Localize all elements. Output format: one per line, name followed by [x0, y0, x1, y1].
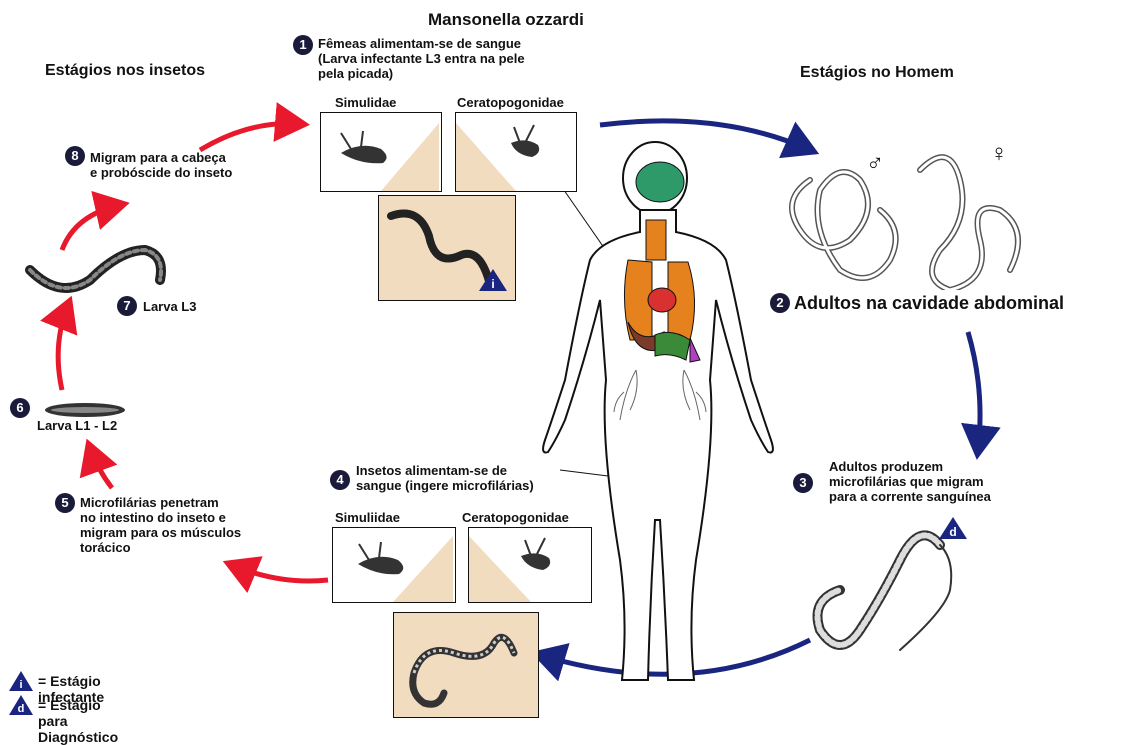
svg-text:i: i [491, 277, 494, 291]
panel-simulidae-top [320, 112, 442, 192]
infective-stage-triangle: i [478, 268, 508, 292]
step-8-badge: 8 [65, 146, 85, 166]
legend-infective-icon: i [8, 670, 34, 692]
step-2-badge: 2 [770, 293, 790, 313]
step-4-text: Insetos alimentam-se de sangue (ingere m… [356, 463, 534, 493]
larva-l1-l2 [45, 403, 125, 417]
microfilaria [818, 535, 952, 650]
arrow-6-to-7 [58, 305, 68, 390]
panel-label-ceratopogonidae-bottom: Ceratopogonidae [462, 510, 569, 525]
step-1-text: Fêmeas alimentam-se de sangue (Larva inf… [318, 36, 525, 81]
panel-label-simuliidae: Simuliidae [335, 510, 400, 525]
svg-text:i: i [19, 679, 22, 691]
heading-human: Estágios no Homem [800, 64, 954, 82]
adult-worms [792, 157, 1018, 290]
diagram-title: Mansonella ozzardi [428, 10, 584, 30]
step-3-badge: 3 [793, 473, 813, 493]
step-1-badge: 1 [293, 35, 313, 55]
panel-label-simulidae: Simulidae [335, 95, 396, 110]
arrow-5-to-6 [90, 448, 112, 488]
panel-ceratopogonidae-top [455, 112, 577, 192]
arrow-1-to-2 [600, 121, 810, 150]
arrow-8-to-1 [200, 124, 300, 150]
panel-ceratopogonidae-bottom [468, 527, 592, 603]
female-symbol: ♀ [990, 140, 1008, 168]
cycle-diagram [0, 0, 1136, 719]
step-3-text: Adultos produzem microfilárias que migra… [829, 459, 991, 504]
larva-l3 [30, 250, 161, 288]
step-5-text: Microfilárias penetram no intestino do i… [80, 495, 241, 555]
diagnostic-stage-triangle: d [938, 516, 968, 540]
panel-simuliidae-bottom [332, 527, 456, 603]
step-7-text: Larva L3 [143, 299, 196, 314]
step-2-text: Adultos na cavidade abdominal [790, 290, 1068, 316]
step-6-badge: 6 [10, 398, 30, 418]
step-7-badge: 7 [117, 296, 137, 316]
arrow-2-to-3 [968, 332, 980, 450]
step-8-text: Migram para a cabeça e probóscide do ins… [90, 150, 232, 180]
svg-text:d: d [18, 703, 25, 715]
panel-label-ceratopogonidae-top: Ceratopogonidae [457, 95, 564, 110]
panel-microfilaria-ingested [393, 612, 539, 718]
step-4-badge: 4 [330, 470, 350, 490]
adult-worms-inner [792, 157, 1018, 290]
step-6-text: Larva L1 - L2 [37, 418, 117, 433]
step-5-badge: 5 [55, 493, 75, 513]
arrow-4-to-5 [232, 565, 328, 581]
legend-diagnostic-icon: d [8, 694, 34, 716]
heading-insects: Estágios nos insetos [45, 62, 205, 80]
svg-text:d: d [949, 525, 956, 539]
male-symbol: ♂ [866, 150, 884, 178]
arrow-7-to-8 [62, 205, 120, 250]
